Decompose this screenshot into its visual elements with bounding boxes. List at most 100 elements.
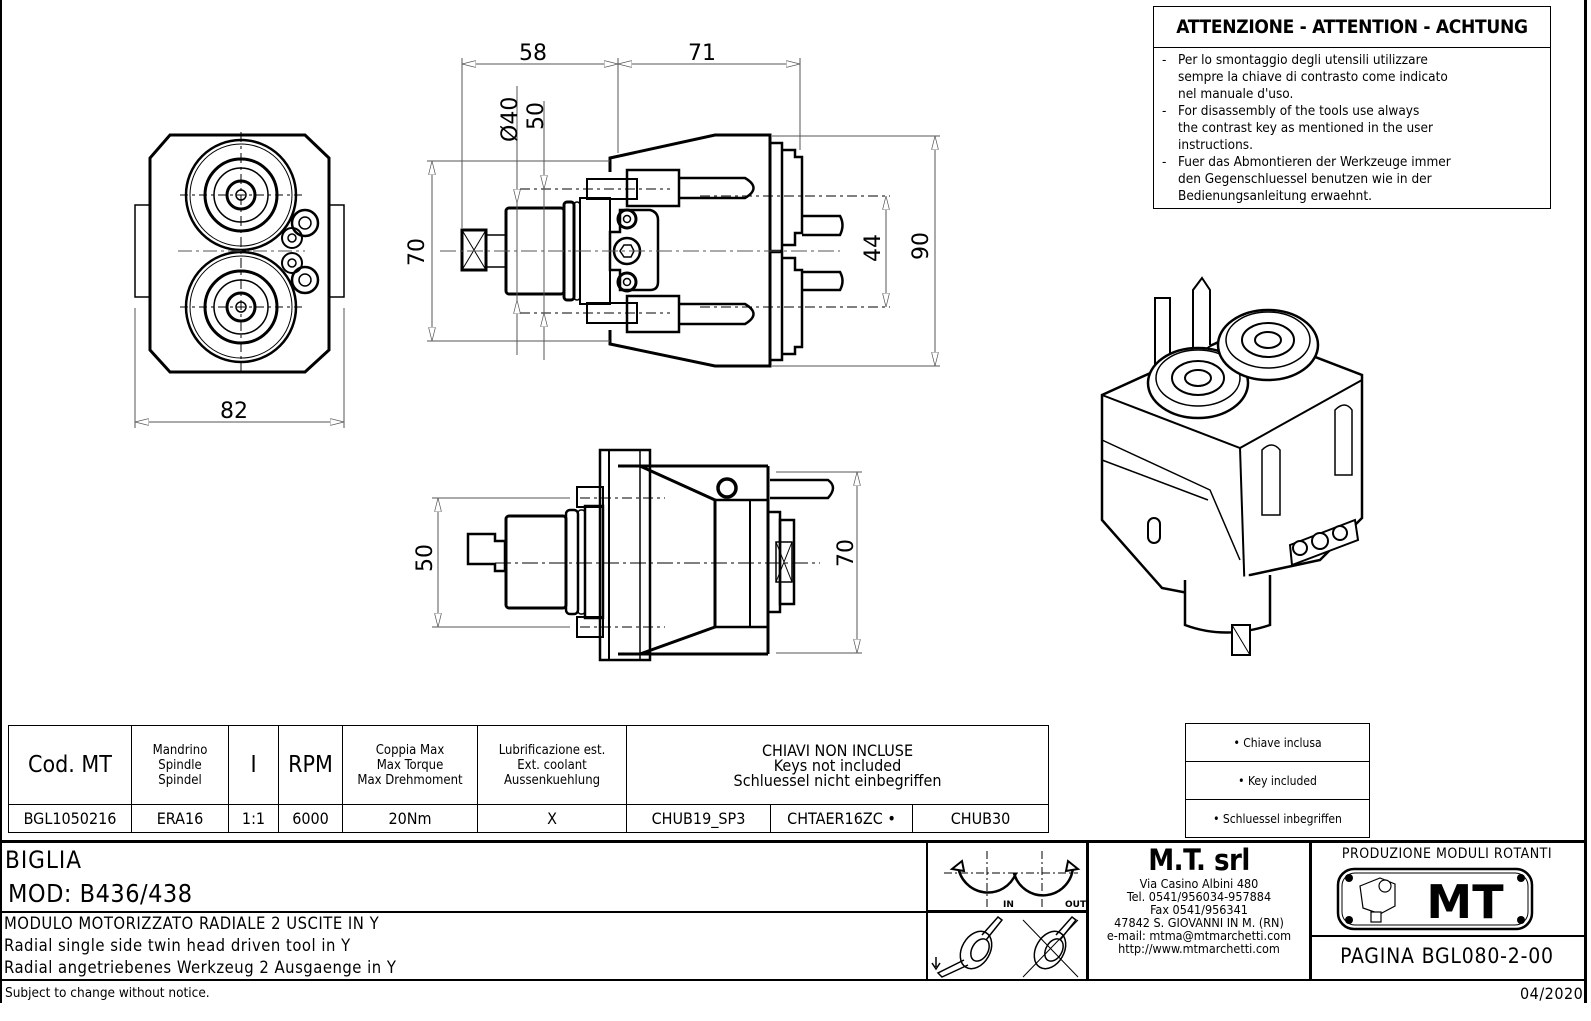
email-line: e-mail: mtma@mtmarchetti.com (1106, 928, 1292, 943)
company-address: Via Casino Albini 480 Tel. 0541/956034-9… (1090, 877, 1308, 955)
header-ratio: I (228, 725, 279, 805)
attention-line: Bedienungsanleitung erwaehnt. (1178, 188, 1372, 204)
header-line: Keys not included (773, 755, 902, 775)
cell-torque: 20Nm (342, 804, 478, 833)
attention-line: instructions. (1178, 137, 1253, 153)
company-info: M.T. srl Via Casino Albini 480 Tel. 0541… (1090, 843, 1308, 955)
header-line: Aussenkuehlung (503, 772, 601, 788)
side-view-top (440, 133, 890, 368)
side-view-top-dimensions (427, 58, 940, 367)
header-keys: CHIAVI NON INCLUSE Keys not included Sch… (626, 725, 1049, 805)
attention-line: Per lo smontaggio degli utensili utilizz… (1178, 52, 1428, 68)
mt-logo: MT (1336, 867, 1534, 931)
header-line: Max Torque (376, 757, 444, 773)
header-line: Ext. coolant (517, 757, 587, 773)
description-it: MODULO MOTORIZZATO RADIALE 2 USCITE IN Y (4, 914, 380, 933)
frame-right-border (1584, 0, 1587, 1003)
attention-item-it: - Per lo smontaggio degli utensili utili… (1162, 52, 1542, 103)
header-spindle: Mandrino Spindle Spindel (131, 725, 229, 805)
dim-50-bottom: 50 (413, 544, 438, 572)
change-notice: Subject to change without notice. (5, 985, 210, 1001)
attention-line: For disassembly of the tools use always (1178, 103, 1420, 119)
dim-70-top: 70 (405, 238, 430, 266)
header-line: Spindel (158, 772, 202, 788)
header-coolant: Lubrificazione est. Ext. coolant Aussenk… (477, 725, 627, 805)
side-view-bottom (466, 448, 835, 662)
title-block-vline (1086, 843, 1089, 979)
attention-body: - Per lo smontaggio degli utensili utili… (1154, 48, 1550, 209)
header-code: Cod. MT (8, 725, 132, 805)
header-line: Max Drehmoment (357, 772, 463, 788)
city-line: 47842 S. GIOVANNI IN M. (RN) (1114, 915, 1284, 930)
attention-box: ATTENZIONE - ATTENTION - ACHTUNG - Per l… (1153, 6, 1551, 209)
rotation-out-icon (1012, 864, 1075, 897)
bullet-dash: - (1162, 154, 1167, 170)
dim-dia40: Ø40 (498, 97, 523, 142)
spec-table-row: BGL1050216 ERA16 1:1 6000 20Nm X CHUB19_… (8, 804, 1049, 833)
attention-line: the contrast key as mentioned in the use… (1178, 120, 1433, 136)
legend-item-en: • Key included (1186, 762, 1369, 800)
model-name: MOD: B436/438 (8, 879, 193, 908)
bullet-dash: - (1162, 52, 1167, 68)
dim-58: 58 (519, 41, 547, 66)
side-view-bottom-dimensions (432, 471, 862, 654)
logo-module-icon (1359, 877, 1396, 923)
rotation-out-label: OUT (1065, 900, 1086, 910)
keys-legend: • Chiave inclusa • Key included • Schlue… (1185, 723, 1370, 838)
fax-line: Fax 0541/956341 (1150, 902, 1248, 917)
title-block-divider (0, 911, 926, 913)
dim-front-width: 82 (220, 399, 248, 424)
bullet-dash: - (1162, 103, 1167, 119)
page-number: PAGINA BGL080-2-00 (1340, 944, 1554, 968)
attention-item-de: - Fuer das Abmontieren der Werkzeuge imm… (1162, 154, 1542, 205)
header-line: Coppia Max (375, 742, 445, 758)
website-line: http://www.mtmarchetti.com (1118, 941, 1280, 956)
production-label: PRODUZIONE MODULI ROTANTI (1341, 846, 1553, 862)
cell-ratio: 1:1 (228, 804, 279, 833)
dim-70-bottom: 70 (834, 539, 859, 567)
header-line: Lubrificazione est. (498, 742, 606, 758)
attention-item-en: - For disassembly of the tools use alway… (1162, 103, 1542, 154)
description-de: Radial angetriebenes Werkzeug 2 Ausgaeng… (4, 958, 397, 977)
dim-90: 90 (909, 232, 934, 260)
header-line: Schluessel nicht einbegriffen (733, 770, 942, 790)
dim-71: 71 (688, 41, 716, 66)
rotation-diagram: IN OUT (931, 851, 1086, 978)
rotation-in-icon (956, 864, 1018, 894)
frame-left-border (0, 0, 2, 1003)
title-block-hline (926, 910, 1086, 913)
technical-drawing: 82 (134, 41, 1364, 662)
cell-rpm: 6000 (278, 804, 343, 833)
title-block-top-border (0, 840, 1587, 843)
revision-date: 04/2020 (1520, 984, 1584, 1003)
header-line: Mandrino (152, 742, 208, 758)
attention-title: ATTENZIONE - ATTENTION - ACHTUNG (1154, 7, 1550, 48)
wrench-incorrect-icon (1022, 915, 1079, 978)
cell-coolant: X (477, 804, 627, 833)
attention-line: Fuer das Abmontieren der Werkzeuge immer (1178, 154, 1451, 170)
header-line: CHIAVI NON INCLUSE (761, 740, 914, 760)
cell-spindle: ERA16 (131, 804, 229, 833)
address-line: Via Casino Albini 480 (1139, 876, 1259, 891)
phone-line: Tel. 0541/956034-957884 (1126, 889, 1272, 904)
front-view (134, 132, 345, 428)
title-block-hline (1309, 935, 1585, 937)
dim-50-top: 50 (524, 102, 549, 130)
company-name: M.T. srl (1148, 843, 1250, 877)
logo-text: MT (1426, 875, 1504, 929)
spec-table-header-row: Cod. MT Mandrino Spindle Spindel I RPM C… (8, 725, 1049, 805)
wrench-correct-icon (931, 915, 1004, 978)
description-en: Radial single side twin head driven tool… (4, 936, 351, 955)
cell-key-1: CHUB19_SP3 (626, 804, 771, 833)
header-torque: Coppia Max Max Torque Max Drehmoment (342, 725, 478, 805)
cell-key-3: CHUB30 (912, 804, 1049, 833)
title-block-vline (1309, 843, 1312, 979)
dim-44: 44 (861, 234, 886, 262)
cell-code: BGL1050216 (8, 804, 132, 833)
legend-item-de: • Schluessel inbegriffen (1213, 811, 1342, 826)
spec-table: Cod. MT Mandrino Spindle Spindel I RPM C… (8, 725, 1049, 833)
legend-item-it: • Chiave inclusa (1186, 724, 1369, 762)
title-block-bottom-border (0, 979, 1587, 981)
attention-line: nel manuale d'uso. (1178, 86, 1294, 102)
rotation-in-label: IN (1003, 900, 1014, 910)
